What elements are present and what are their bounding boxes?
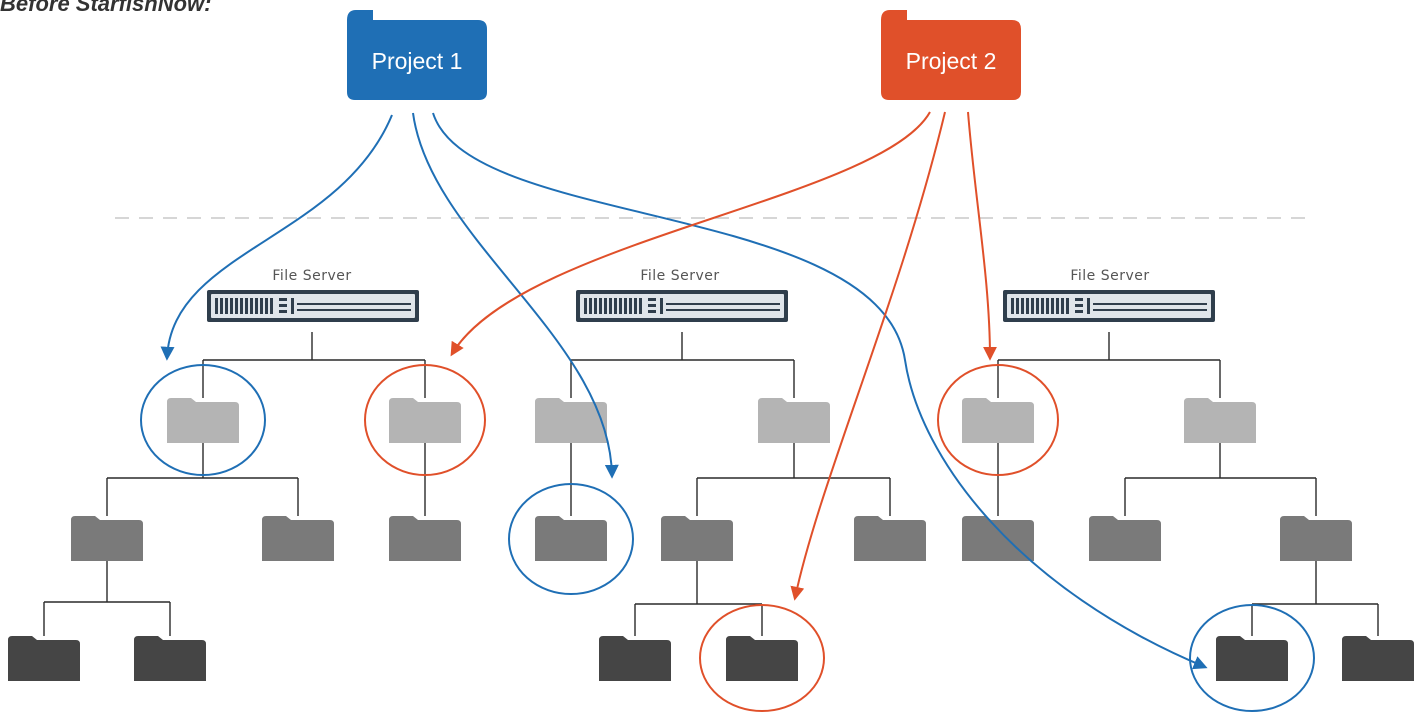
tree-connectors bbox=[43, 332, 426, 636]
file-server-label: File Server bbox=[272, 268, 351, 284]
project-1-folder: Project 1 bbox=[347, 10, 487, 100]
folder-icon bbox=[726, 636, 798, 681]
selected-folder-ring bbox=[937, 364, 1059, 476]
project1-link bbox=[160, 114, 393, 361]
file-server-2: File Server bbox=[535, 268, 926, 681]
project1-link bbox=[412, 112, 619, 479]
folder-icon bbox=[962, 516, 1034, 561]
folder-icon bbox=[881, 10, 1021, 100]
folder-icon bbox=[1089, 516, 1161, 561]
selected-folder-ring bbox=[1189, 604, 1315, 712]
selected-folder-ring bbox=[364, 364, 486, 476]
folder-icon bbox=[1184, 398, 1256, 443]
folder-icon bbox=[854, 516, 926, 561]
folder-icon bbox=[1216, 636, 1288, 681]
folder-icon bbox=[262, 516, 334, 561]
folder-icon bbox=[535, 398, 607, 443]
project-1-label: Project 1 bbox=[372, 48, 463, 74]
project2-link bbox=[450, 111, 931, 357]
folder-icon bbox=[661, 516, 733, 561]
tree-connectors bbox=[570, 332, 891, 636]
file-server-1: File Server bbox=[8, 268, 461, 681]
file-server-3: File Server bbox=[962, 268, 1414, 681]
folder-icon bbox=[167, 398, 239, 443]
folder-icon bbox=[758, 398, 830, 443]
diagram-caption: Before StarfishNow: bbox=[0, 0, 212, 16]
server-rack-icon bbox=[576, 290, 788, 322]
highlight-rings bbox=[140, 364, 1315, 712]
project-links bbox=[160, 111, 1208, 670]
folder-icon bbox=[389, 398, 461, 443]
folder-icon bbox=[134, 636, 206, 681]
server-rack-icon bbox=[1003, 290, 1215, 322]
file-server-label: File Server bbox=[640, 268, 719, 284]
folder-icon bbox=[599, 636, 671, 681]
selected-folder-ring bbox=[508, 483, 634, 595]
project-2-folder: Project 2 bbox=[881, 10, 1021, 100]
project2-link bbox=[967, 111, 997, 361]
selected-folder-ring bbox=[140, 364, 266, 476]
project1-link bbox=[432, 112, 1208, 670]
tree-connectors bbox=[997, 332, 1379, 636]
selected-folder-ring bbox=[699, 604, 825, 712]
folder-icon bbox=[71, 516, 143, 561]
project2-link bbox=[790, 111, 946, 601]
folder-icon bbox=[962, 398, 1034, 443]
file-server-label: File Server bbox=[1070, 268, 1149, 284]
folder-icon bbox=[1280, 516, 1352, 561]
folder-icon bbox=[1342, 636, 1414, 681]
folder-icon bbox=[347, 10, 487, 100]
folder-icon bbox=[535, 516, 607, 561]
server-rack-icon bbox=[207, 290, 419, 322]
folder-icon bbox=[389, 516, 461, 561]
folder-icon bbox=[8, 636, 80, 681]
project-2-label: Project 2 bbox=[906, 48, 997, 74]
